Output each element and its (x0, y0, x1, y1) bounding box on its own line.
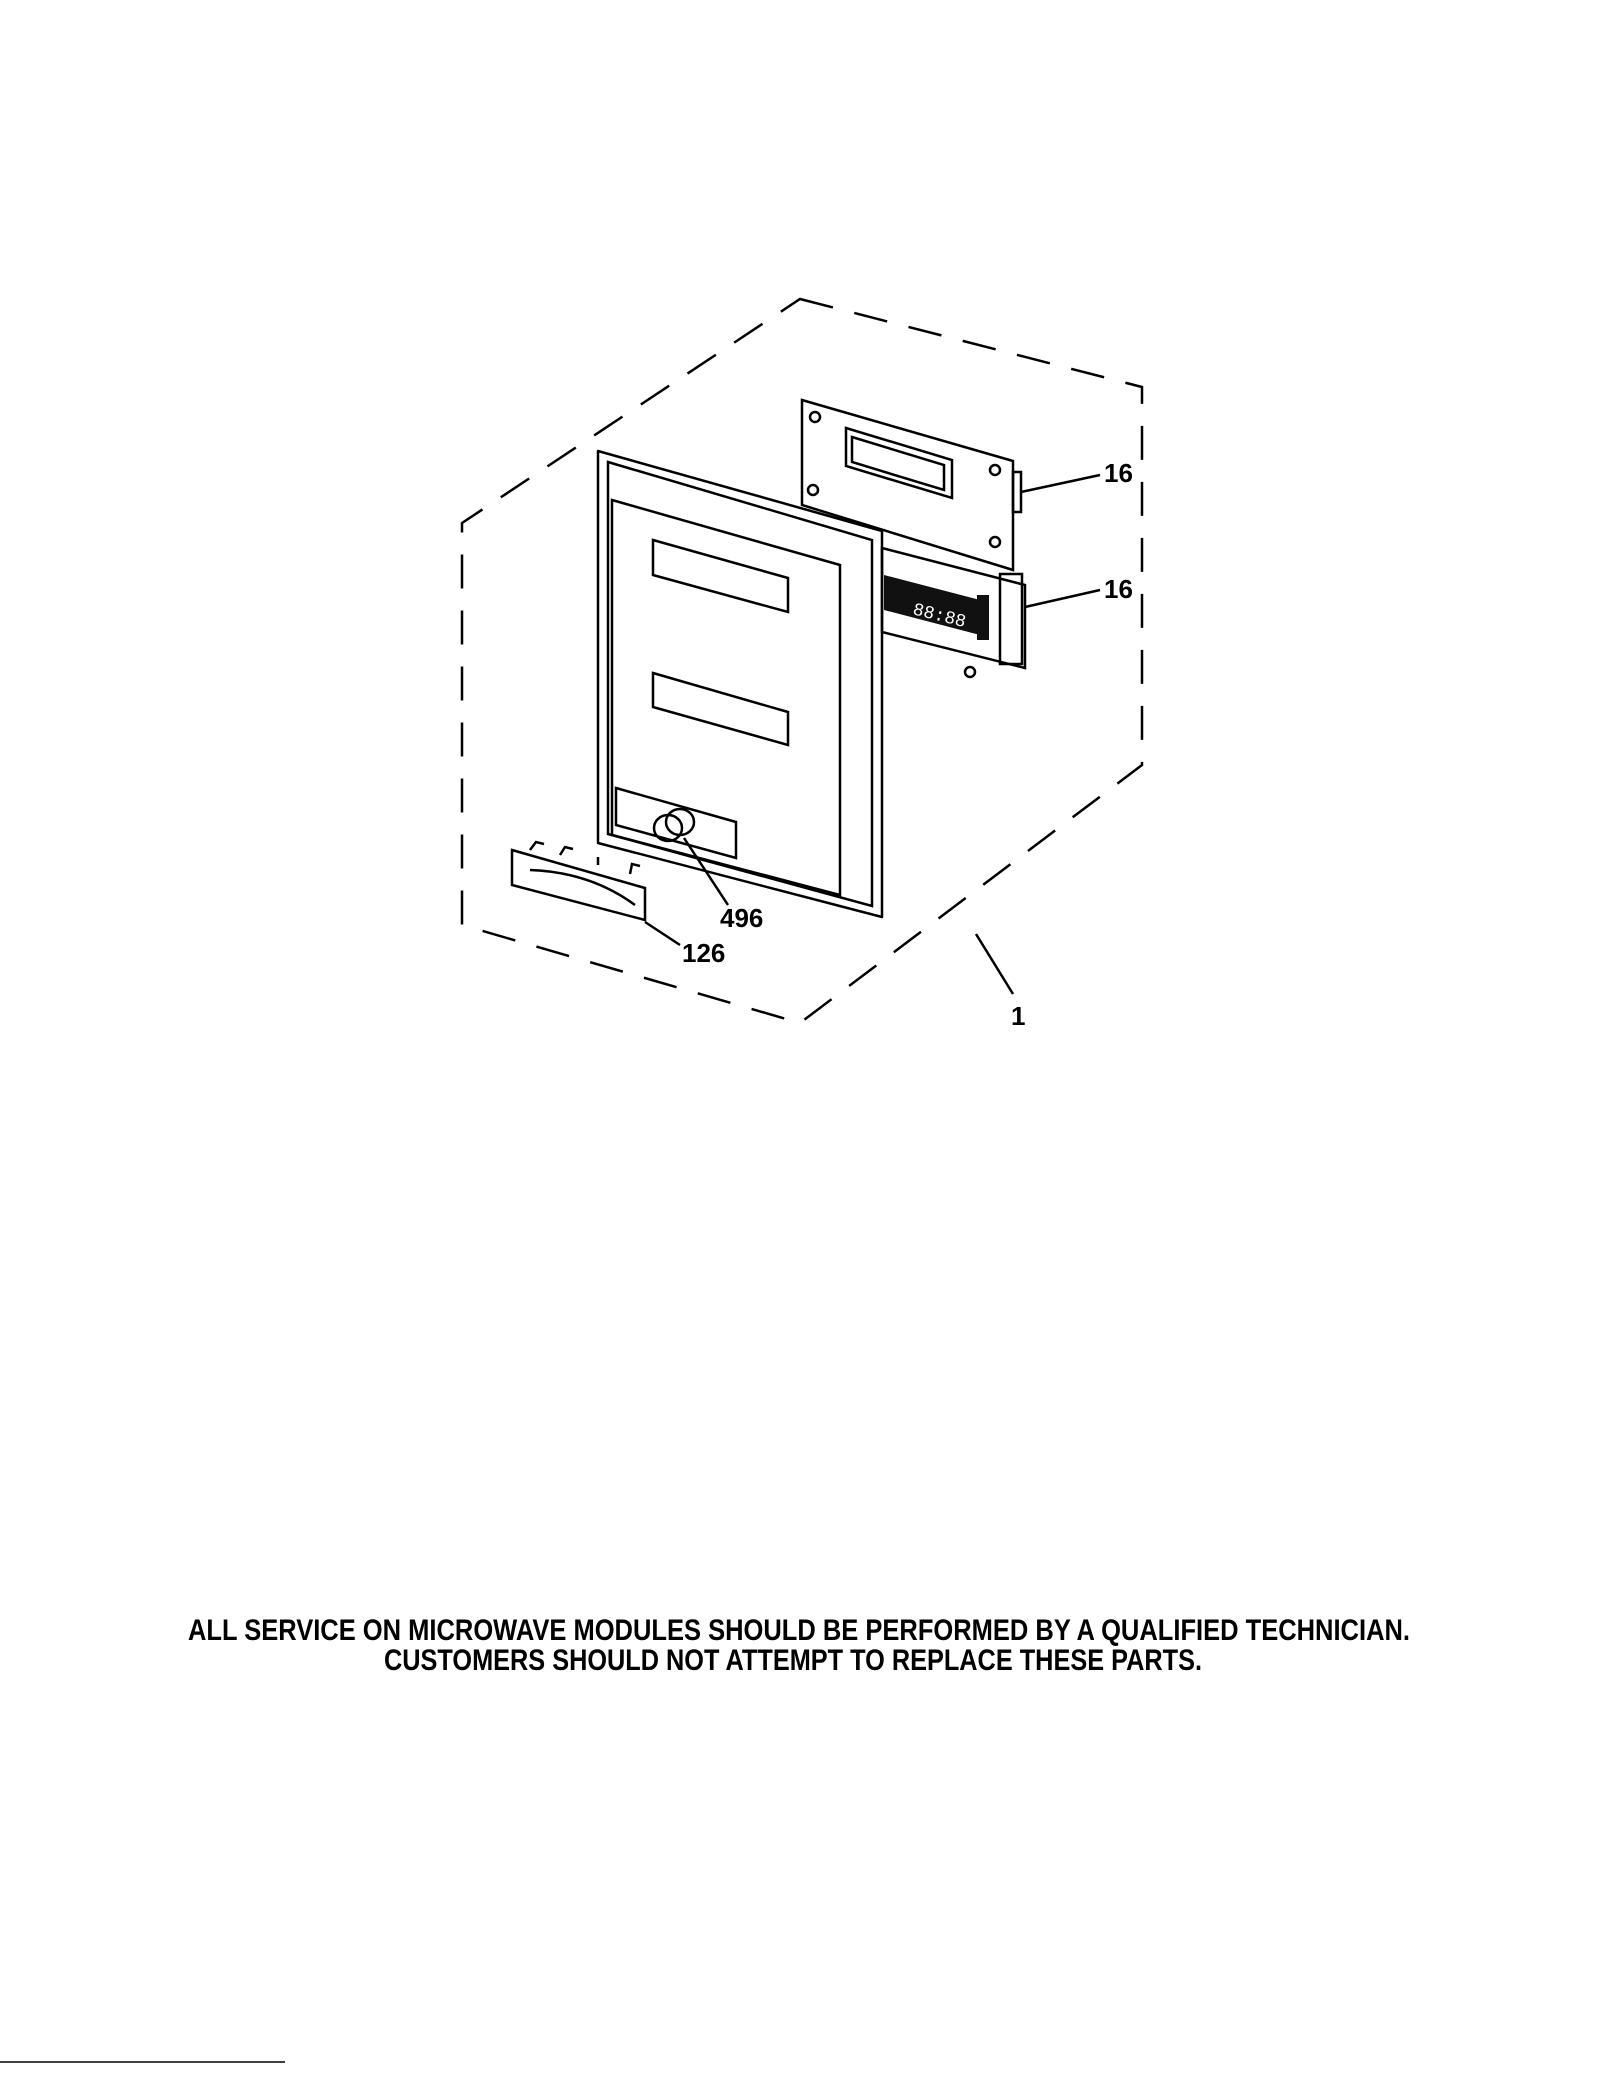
callout-16-lower: 16 (1104, 574, 1133, 604)
service-notice-line2: CUSTOMERS SHOULD NOT ATTEMPT TO REPLACE … (384, 1644, 1202, 1677)
leader-line (682, 837, 730, 906)
callout-1: 1 (1011, 1001, 1025, 1031)
callout-126: 126 (682, 938, 725, 968)
leader-line (1020, 473, 1101, 494)
control-board-upper (800, 398, 1023, 572)
callout-496: 496 (720, 903, 763, 933)
assembly-outline (460, 297, 1144, 1025)
leader-line (1024, 588, 1101, 609)
service-notice-line1: ALL SERVICE ON MICROWAVE MODULES SHOULD … (188, 1614, 1410, 1647)
knob-part (652, 807, 696, 843)
control-panel-frame (596, 449, 884, 919)
callout-16-upper: 16 (1104, 458, 1133, 488)
leader-line (644, 920, 681, 947)
handle-part (510, 840, 647, 922)
leader-line (974, 933, 1015, 995)
